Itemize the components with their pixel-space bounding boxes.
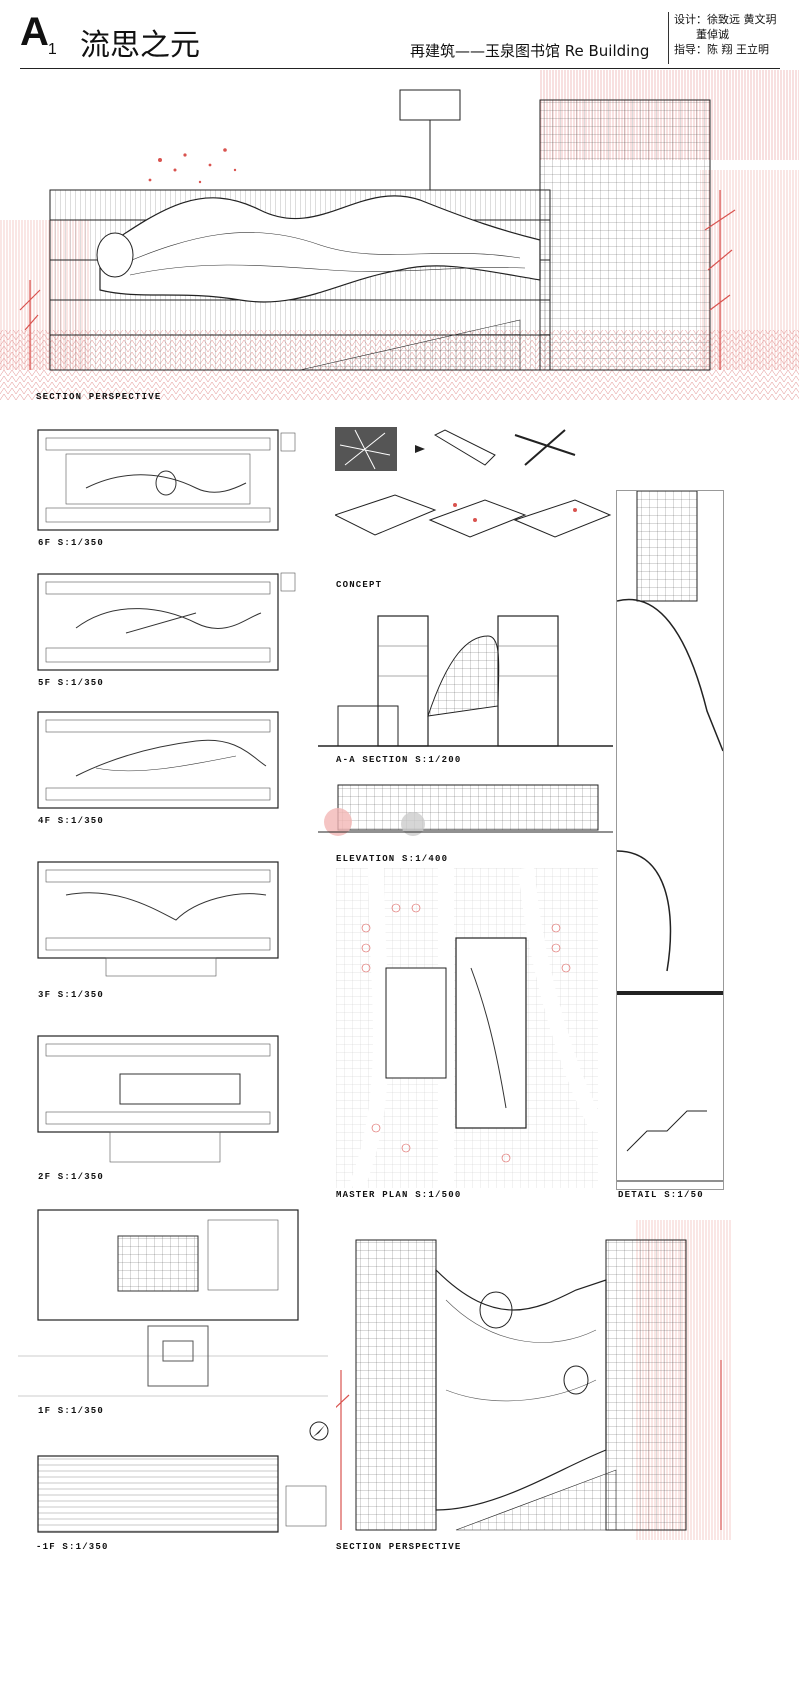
concept-diagrams xyxy=(335,425,615,575)
design-credit: 设计：徐致远 黄文玥 董倬诚 指导：陈 翔 王立明 xyxy=(674,13,777,56)
plan-3f xyxy=(36,850,301,990)
caption-1f: 1F S:1/350 xyxy=(38,1406,105,1416)
caption-master: MASTER PLAN S:1/500 xyxy=(336,1190,462,1200)
caption-6f: 6F S:1/350 xyxy=(38,538,105,548)
header-rule xyxy=(20,68,780,69)
sheet-index: 1 xyxy=(47,41,57,58)
caption-3f: 3F S:1/350 xyxy=(38,990,105,1000)
caption-section-bottom: SECTION PERSPECTIVE xyxy=(336,1542,462,1552)
aa-section xyxy=(318,596,613,751)
detail-drawing xyxy=(616,490,724,1190)
plan-6f xyxy=(36,428,301,538)
header-divider xyxy=(668,12,669,64)
caption-5f: 5F S:1/350 xyxy=(38,678,105,688)
north-arrow-icon xyxy=(308,1420,330,1442)
caption-2f: 2F S:1/350 xyxy=(38,1172,105,1182)
project-title: 流思之元 xyxy=(80,28,200,63)
plan-1f xyxy=(18,1206,328,1406)
section-perspective-bottom xyxy=(336,1210,731,1540)
caption-elevation: ELEVATION S:1/400 xyxy=(336,854,449,864)
project-subtitle: 再建筑——玉泉图书馆 Re Building xyxy=(410,42,650,60)
plan-4f xyxy=(36,706,301,816)
caption-4f: 4F S:1/350 xyxy=(38,816,105,826)
caption-detail: DETAIL S:1/50 xyxy=(618,1190,704,1200)
master-plan xyxy=(336,868,598,1188)
plan-5f xyxy=(36,568,301,678)
design-description xyxy=(620,425,718,481)
caption-aa: A-A SECTION S:1/200 xyxy=(336,755,462,765)
plan-b1f xyxy=(36,1450,331,1540)
plan-2f xyxy=(20,1024,320,1174)
caption-section-top: SECTION PERSPECTIVE xyxy=(36,392,162,402)
caption-b1f: -1F S:1/350 xyxy=(36,1542,109,1552)
sheet-letter: A1 xyxy=(20,10,57,58)
section-perspective-top xyxy=(0,70,799,430)
elevation xyxy=(318,780,613,840)
caption-concept: CONCEPT xyxy=(336,580,383,590)
